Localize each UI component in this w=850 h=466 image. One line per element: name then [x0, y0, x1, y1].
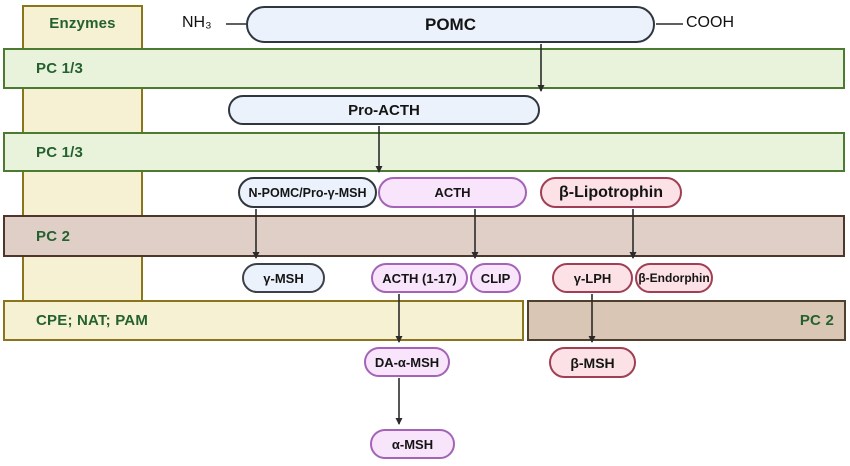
node-acth-label: ACTH	[434, 185, 471, 200]
node-da-alpha-msh: DA-α-MSH	[364, 347, 450, 377]
node-beta-endorphin-label: β-Endorphin	[638, 271, 710, 285]
enzyme-band-pc2-right-label: PC 2	[799, 312, 834, 329]
node-beta-endorphin: β-Endorphin	[635, 263, 713, 293]
node-alpha-msh: α-MSH	[370, 429, 455, 459]
node-acth-1-17-label: ACTH (1-17)	[382, 270, 457, 286]
n-terminus-label: NH₃	[182, 14, 212, 31]
enzyme-band-pc13-top-label: PC 1/3	[36, 60, 84, 77]
node-pro-acth: Pro-ACTH	[228, 95, 540, 125]
enzyme-band-pc13-mid-label: PC 1/3	[36, 143, 84, 161]
enzyme-band-pc13-top: PC 1/3	[3, 48, 845, 89]
node-pro-acth-label: Pro-ACTH	[348, 101, 420, 119]
node-pomc: POMC	[246, 6, 655, 43]
node-beta-msh: β-MSH	[549, 347, 636, 378]
node-beta-msh-label: β-MSH	[570, 354, 615, 371]
node-n-pomc-pro-gamma-msh: N-POMC/Pro-γ-MSH	[238, 177, 377, 208]
node-acth: ACTH	[378, 177, 527, 208]
enzyme-band-pc2: PC 2	[3, 215, 845, 257]
node-acth-1-17: ACTH (1-17)	[371, 263, 468, 293]
node-beta-lipotrophin: β-Lipotrophin	[540, 177, 682, 208]
node-pomc-label: POMC	[425, 14, 476, 34]
node-beta-lipotrophin-label: β-Lipotrophin	[559, 183, 663, 201]
enzymes-column-label: Enzymes	[49, 15, 116, 32]
enzyme-band-pc2-label: PC 2	[36, 227, 71, 245]
node-gamma-msh-label: γ-MSH	[263, 270, 304, 286]
node-gamma-lph-label: γ-LPH	[573, 270, 612, 286]
enzyme-band-cpe-nat-pam-label: CPE; NAT; PAM	[36, 312, 149, 329]
node-gamma-msh: γ-MSH	[242, 263, 325, 293]
node-clip: CLIP	[470, 263, 521, 293]
node-clip-label: CLIP	[480, 270, 511, 286]
node-da-alpha-msh-label: DA-α-MSH	[374, 354, 440, 370]
node-gamma-lph: γ-LPH	[552, 263, 633, 293]
enzyme-band-cpe-nat-pam: CPE; NAT; PAM	[3, 300, 524, 341]
node-alpha-msh-label: α-MSH	[391, 436, 434, 452]
c-terminus-label: COOH	[686, 14, 734, 31]
enzyme-band-pc2-right: PC 2	[527, 300, 846, 341]
enzyme-band-pc13-mid: PC 1/3	[3, 132, 845, 172]
node-n-pomc-pro-gamma-msh-label: N-POMC/Pro-γ-MSH	[248, 185, 367, 200]
